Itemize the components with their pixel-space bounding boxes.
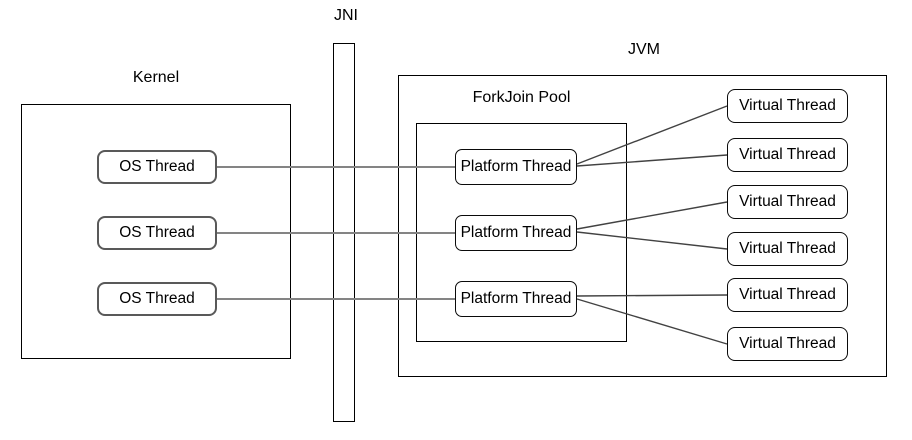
virtual-thread-node: Virtual Thread [727,327,848,361]
forkjoin-pool-label: ForkJoin Pool [472,89,571,106]
platform-thread-node: Platform Thread [455,215,577,251]
virtual-thread-node: Virtual Thread [727,232,848,266]
os-thread-node: OS Thread [97,282,217,316]
virtual-thread-node: Virtual Thread [727,89,848,123]
jni-label: JNI [334,7,358,24]
os-thread-node: OS Thread [97,216,217,250]
kernel-box [21,104,291,359]
jni-barrier-bar [333,43,355,422]
virtual-thread-node: Virtual Thread [727,185,848,219]
os-thread-node: OS Thread [97,150,217,184]
jvm-label: JVM [628,41,660,58]
virtual-thread-node: Virtual Thread [727,138,848,172]
virtual-thread-node: Virtual Thread [727,278,848,312]
kernel-label: Kernel [132,69,180,86]
platform-thread-node: Platform Thread [455,149,577,185]
jvm-box [398,75,887,377]
platform-thread-node: Platform Thread [455,281,577,317]
